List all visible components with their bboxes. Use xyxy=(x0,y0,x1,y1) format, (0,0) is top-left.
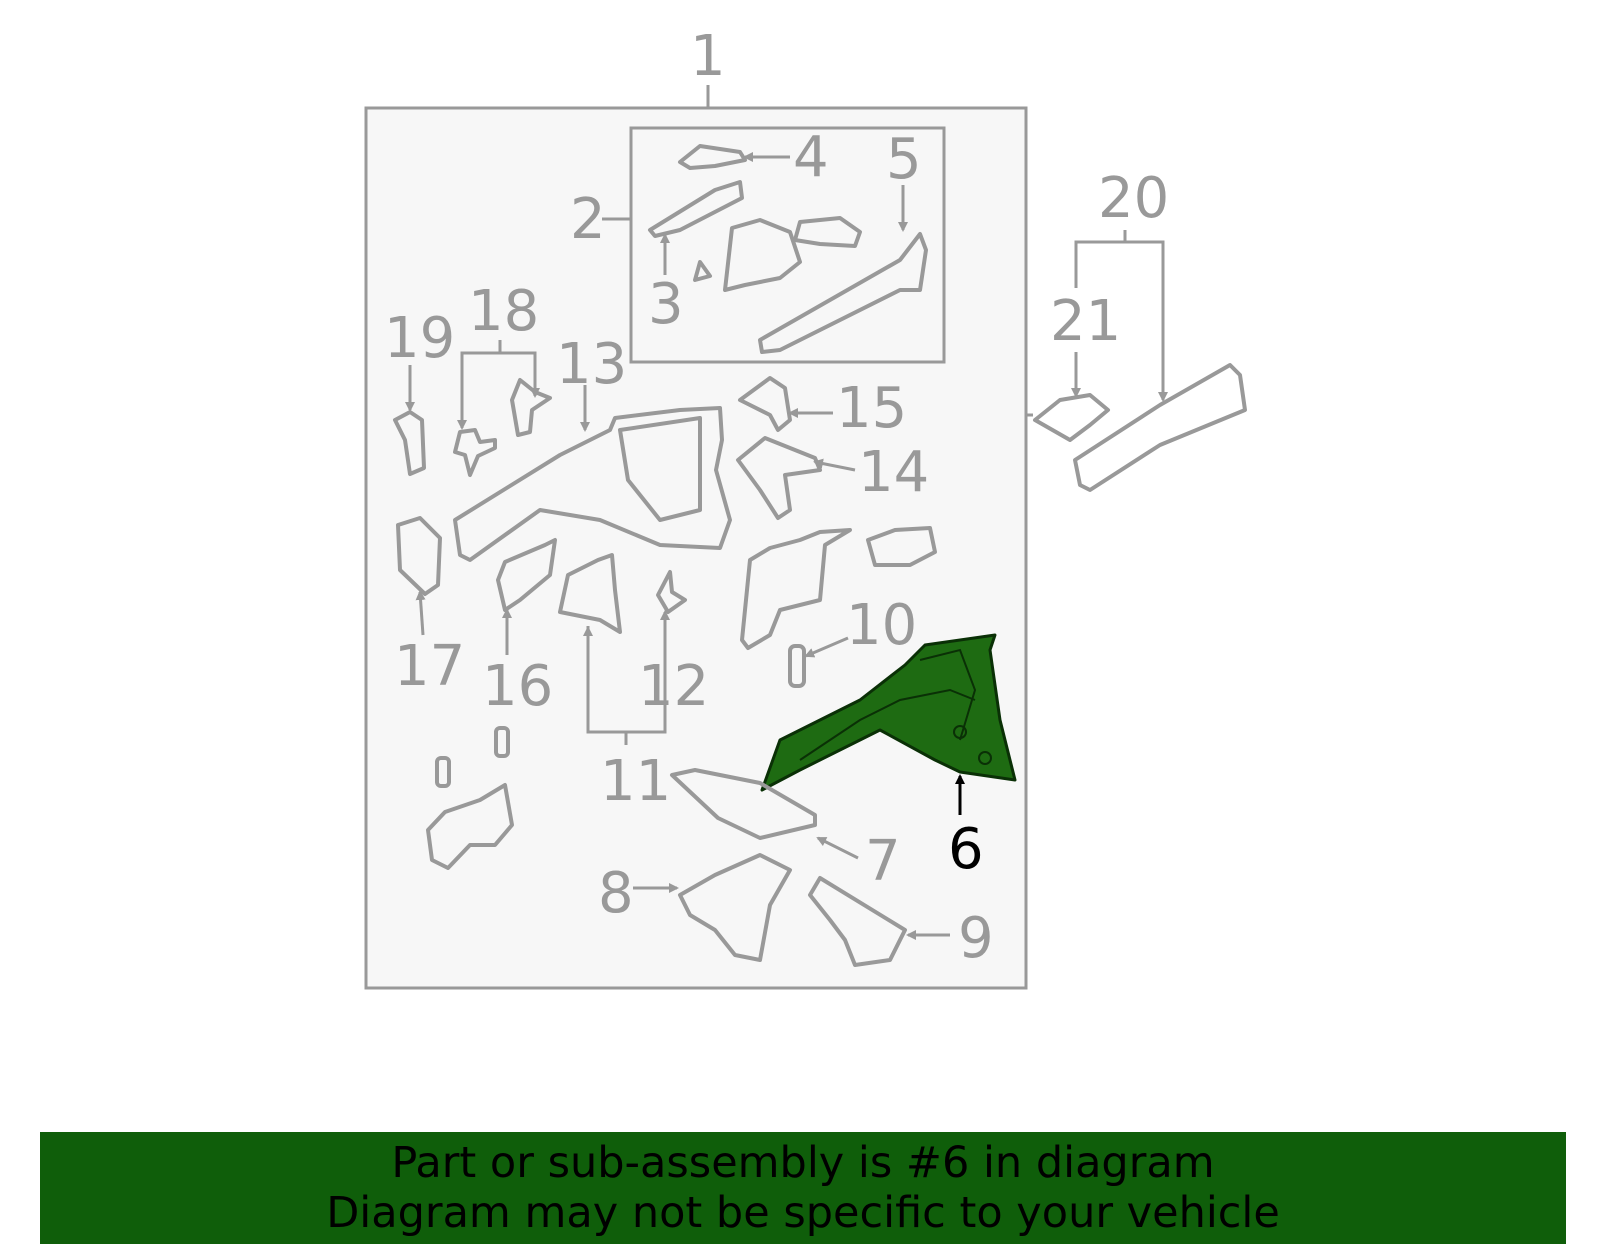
part-20[interactable] xyxy=(1073,363,1247,492)
callout-17: 17 xyxy=(394,634,465,699)
callout-5: 5 xyxy=(886,127,922,192)
part-10[interactable] xyxy=(788,644,806,688)
callout-1: 1 xyxy=(690,24,726,89)
part-17[interactable] xyxy=(396,516,442,596)
part-19[interactable] xyxy=(393,410,426,476)
callout-8: 8 xyxy=(598,861,634,926)
part-lower-bracket[interactable] xyxy=(426,783,514,870)
pin-b[interactable] xyxy=(435,756,451,788)
part-bracket[interactable] xyxy=(740,528,852,650)
part-6[interactable] xyxy=(760,633,1017,792)
callout-11: 11 xyxy=(600,749,671,814)
callout-10: 10 xyxy=(846,593,917,658)
callout-12: 12 xyxy=(638,654,709,719)
part-12[interactable] xyxy=(656,570,687,614)
callout-21: 21 xyxy=(1050,289,1121,354)
part-small-bracket[interactable] xyxy=(866,526,937,567)
part-9[interactable] xyxy=(808,876,907,967)
banner-line-1: Part or sub-assembly is #6 in diagram xyxy=(391,1138,1215,1188)
part-3[interactable] xyxy=(648,180,744,238)
callout-15: 15 xyxy=(836,376,907,441)
part-13[interactable] xyxy=(453,406,732,562)
callout-4: 4 xyxy=(793,125,829,190)
part-mount[interactable] xyxy=(723,218,802,292)
callout-6: 6 xyxy=(948,817,984,882)
part-18a[interactable] xyxy=(453,428,497,477)
callout-7: 7 xyxy=(865,829,901,894)
info-banner: Part or sub-assembly is #6 in diagram Di… xyxy=(40,1132,1566,1244)
callout-14: 14 xyxy=(858,440,929,505)
part-14[interactable] xyxy=(736,436,822,520)
callout-2: 2 xyxy=(570,187,606,252)
part-18b[interactable] xyxy=(510,378,552,437)
part-15[interactable] xyxy=(738,376,792,432)
part-21[interactable] xyxy=(1033,393,1110,442)
callout-20: 20 xyxy=(1098,166,1169,231)
parts-diagram: 1 2 3 4 5 6 7 8 9 10 11 12 13 14 15 16 1… xyxy=(364,24,1247,990)
pin-a[interactable] xyxy=(494,726,510,758)
banner-line-2: Diagram may not be specific to your vehi… xyxy=(326,1188,1280,1238)
part-7[interactable] xyxy=(670,768,817,840)
callout-3: 3 xyxy=(648,272,684,337)
part-5[interactable] xyxy=(758,232,928,354)
callout-18: 18 xyxy=(468,279,539,344)
callout-9: 9 xyxy=(958,906,994,971)
part-8[interactable] xyxy=(678,853,792,962)
callout-16: 16 xyxy=(482,654,553,719)
callout-19: 19 xyxy=(384,306,455,371)
part-11[interactable] xyxy=(558,553,622,634)
callout-13: 13 xyxy=(556,332,627,397)
